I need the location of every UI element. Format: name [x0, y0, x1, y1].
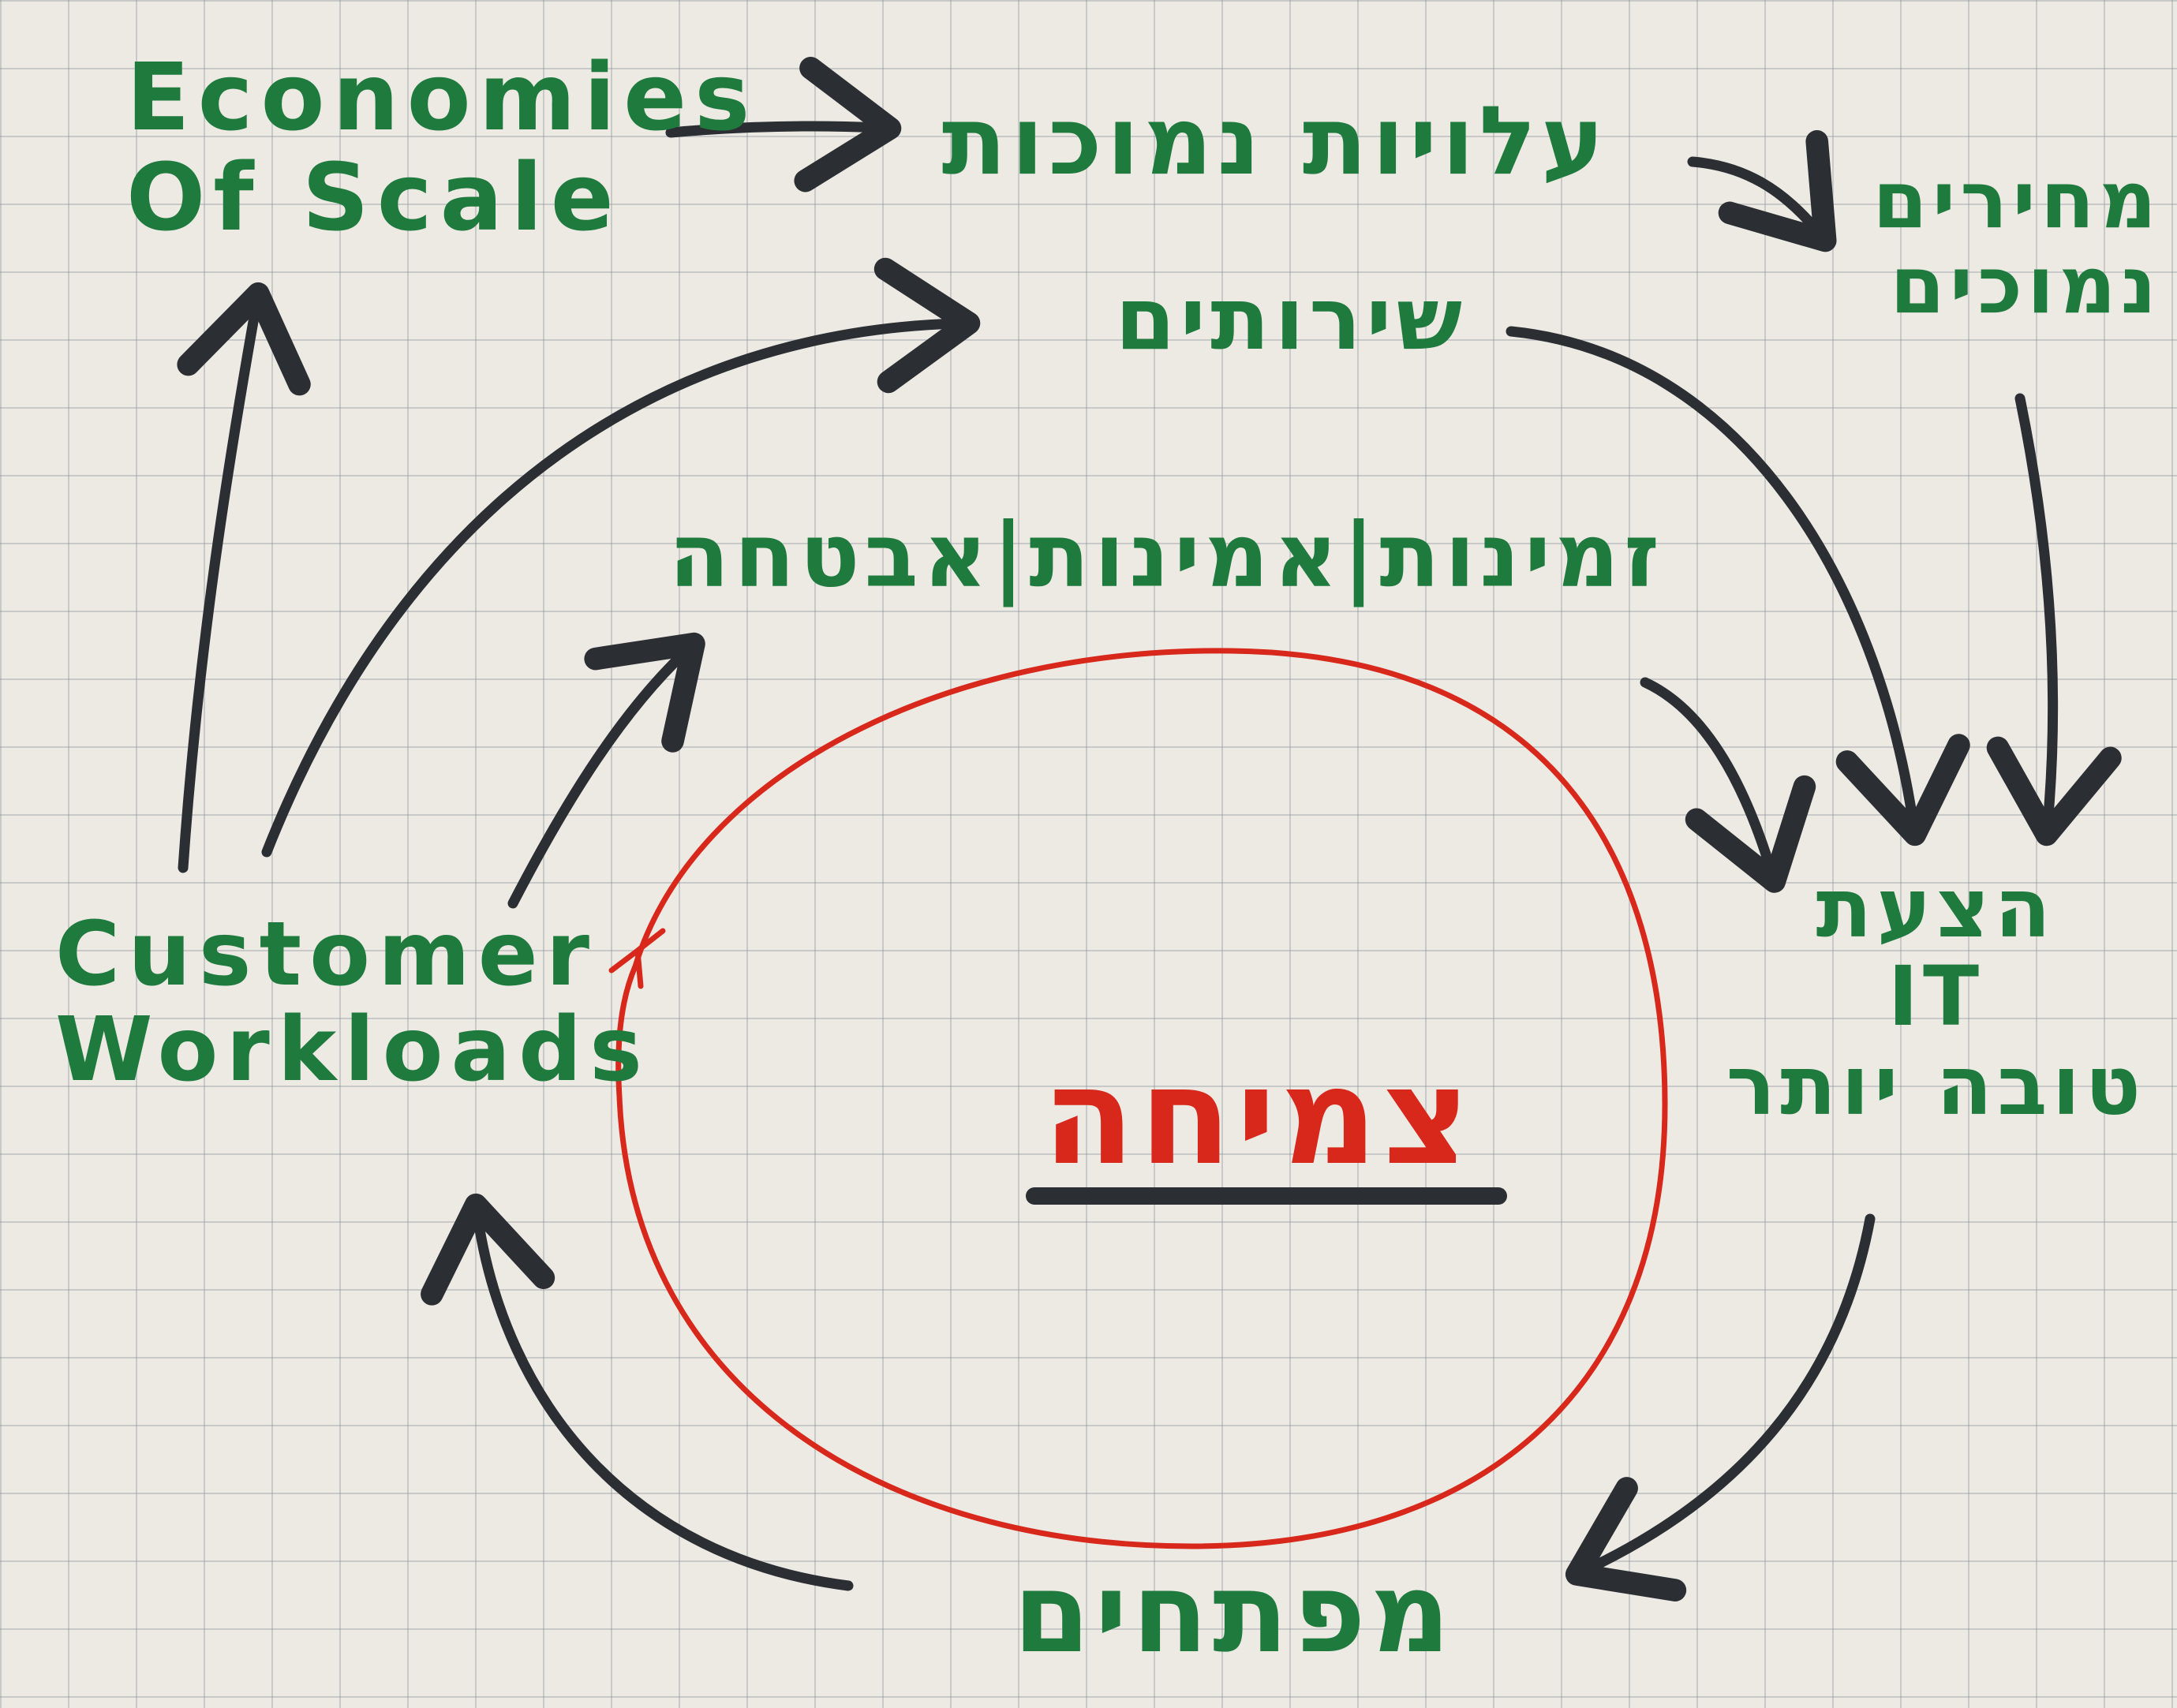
node-services: שירותים: [1115, 268, 1467, 369]
growth-cycle-circle: [615, 648, 1668, 1549]
node-customer-workloads: Customer Workloads: [55, 903, 650, 1101]
node-developers: מפתחים: [1013, 1549, 1455, 1678]
arrow-customer-workloads-to-services: [261, 257, 981, 858]
arrow-lower-costs-to-lower-prices: [1687, 129, 1837, 252]
node-better-it-offering: הצעת IT טובה יותר: [1726, 860, 2145, 1134]
arrow-customer-workloads-to-economies: [177, 282, 311, 873]
arrow-security-to-better-it: [1640, 677, 1816, 893]
arrow-services-to-better-it: [1506, 326, 1970, 847]
arrow-lower-prices-to-better-it: [1986, 393, 2122, 847]
node-growth-title: צמיחה: [1042, 1039, 1475, 1195]
node-availability-reliability-security: זמינות|אמינות|אבטחה: [668, 505, 1664, 607]
node-lower-costs: עלויות נמוכות: [941, 87, 1609, 196]
arrow-customer-workloads-to-security: [507, 632, 705, 909]
arrow-developers-to-customer-workloads: [421, 1193, 854, 1591]
node-economies-of-scale: Economies Of Scale: [126, 43, 758, 252]
arrow-better-it-to-developers: [1565, 1213, 1876, 1601]
node-lower-prices: מחירים נמוכים: [1872, 154, 2161, 331]
growth-title-underline: [1026, 1187, 1507, 1205]
arrow-economies-to-lower-costs: [665, 57, 902, 192]
growth-cycle-arrowhead: [608, 928, 666, 989]
